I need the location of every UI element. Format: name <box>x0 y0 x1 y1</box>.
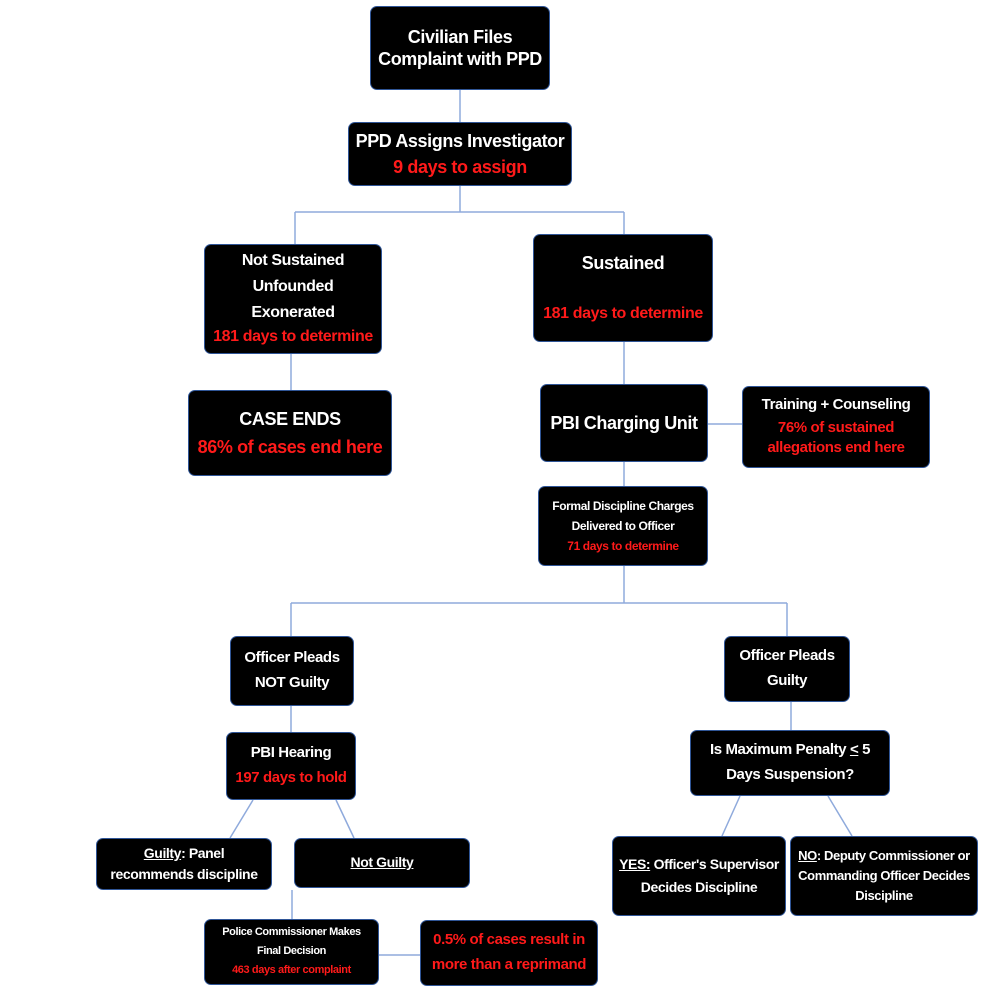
node-text: Decides Discipline <box>640 878 758 895</box>
not-sustained-node: Not Sustained Unfounded Exonerated 181 d… <box>204 244 382 354</box>
node-text: recommends discipline <box>110 865 258 882</box>
commissioner-decision-node: Police Commissioner Makes Final Decision… <box>204 919 379 985</box>
sustained-node: Sustained 181 days to determine <box>533 234 713 342</box>
pleads-guilty-node: Officer Pleads Guilty <box>724 636 850 702</box>
node-text: Delivered to Officer <box>571 518 675 533</box>
no-deputy-node: NO: Deputy Commissioner or Commanding Of… <box>790 836 978 916</box>
node-stat: 71 days to determine <box>567 538 679 553</box>
formal-charges-node: Formal Discipline Charges Delivered to O… <box>538 486 708 566</box>
node-text: Not Sustained <box>241 252 345 269</box>
less-equal-symbol: < <box>849 741 859 759</box>
answer-label: YES: <box>619 856 651 872</box>
node-text: Officer Pleads <box>244 649 340 667</box>
node-text: NOT Guilty <box>254 674 330 691</box>
node-text: Guilty: Panel <box>143 845 225 863</box>
node-stat: 181 days to determine <box>543 305 703 323</box>
node-stat: 181 days to determine <box>213 328 373 345</box>
connector-line <box>721 795 741 837</box>
question-text: Is Maximum Penalty <box>709 741 850 759</box>
charging-unit-node: PBI Charging Unit <box>540 384 708 462</box>
node-text: Police Commissioner Makes <box>222 926 361 939</box>
node-title: PBI Hearing <box>250 744 332 762</box>
node-stat: 0.5% of cases result in <box>433 931 585 949</box>
node-text: Officer's Supervisor <box>650 856 780 872</box>
reprimand-stat-node: 0.5% of cases result in more than a repr… <box>420 920 598 986</box>
node-text: Days Suspension? <box>726 766 854 783</box>
node-text: : Deputy Commissioner or <box>816 847 970 863</box>
node-text: Officer Pleads <box>739 647 835 665</box>
node-stat: 9 days to assign <box>393 156 527 177</box>
node-text: Final Decision <box>257 945 326 958</box>
node-stat: 86% of cases end here <box>197 437 383 457</box>
node-title: Training + Counseling <box>761 395 911 413</box>
connector-line <box>827 795 853 837</box>
question-text: 5 <box>858 741 871 759</box>
verdict-label: Not Guilty <box>350 854 414 871</box>
civilian-complaint-node: Civilian Files Complaint with PPD <box>370 6 550 90</box>
node-text: Exonerated <box>251 304 335 321</box>
node-title: CASE ENDS <box>239 408 341 429</box>
node-stat: allegations end here <box>767 439 905 457</box>
training-counseling-node: Training + Counseling 76% of sustained a… <box>742 386 930 468</box>
assign-investigator-node: PPD Assigns Investigator 9 days to assig… <box>348 122 572 186</box>
node-text: NO: Deputy Commissioner or <box>798 848 970 864</box>
node-stat: 197 days to hold <box>235 769 347 786</box>
node-stat: 463 days after complaint <box>232 963 351 976</box>
node-text: YES: Officer's Supervisor <box>619 856 779 874</box>
node-title: PBI Charging Unit <box>550 412 698 433</box>
node-stat: more than a reprimand <box>431 956 587 973</box>
pbi-hearing-node: PBI Hearing 197 days to hold <box>226 732 356 800</box>
node-stat: 76% of sustained <box>777 418 895 436</box>
node-title: Sustained <box>581 252 665 273</box>
node-title: PPD Assigns Investigator <box>355 131 565 151</box>
node-text: : Panel <box>181 845 225 861</box>
answer-label: NO <box>798 847 817 863</box>
node-text: Is Maximum Penalty < 5 <box>710 741 870 760</box>
node-text: Complaint with PPD <box>378 49 542 69</box>
verdict-label: Guilty <box>143 845 182 861</box>
node-text: Civilian Files <box>407 26 513 47</box>
node-text: Discipline <box>855 888 913 904</box>
connector-line <box>229 799 254 839</box>
node-text: Formal Discipline Charges <box>552 498 694 513</box>
pleads-not-guilty-node: Officer Pleads NOT Guilty <box>230 636 354 706</box>
max-penalty-node: Is Maximum Penalty < 5 Days Suspension? <box>690 730 890 796</box>
yes-supervisor-node: YES: Officer's Supervisor Decides Discip… <box>612 836 786 916</box>
case-ends-node: CASE ENDS 86% of cases end here <box>188 390 392 476</box>
node-text: Guilty <box>766 672 808 689</box>
node-text: Commanding Officer Decides <box>798 867 970 883</box>
not-guilty-node: Not Guilty <box>294 838 470 888</box>
node-text: Unfounded <box>252 278 334 295</box>
guilty-panel-node: Guilty: Panel recommends discipline <box>96 838 272 890</box>
connector-line <box>335 799 355 839</box>
